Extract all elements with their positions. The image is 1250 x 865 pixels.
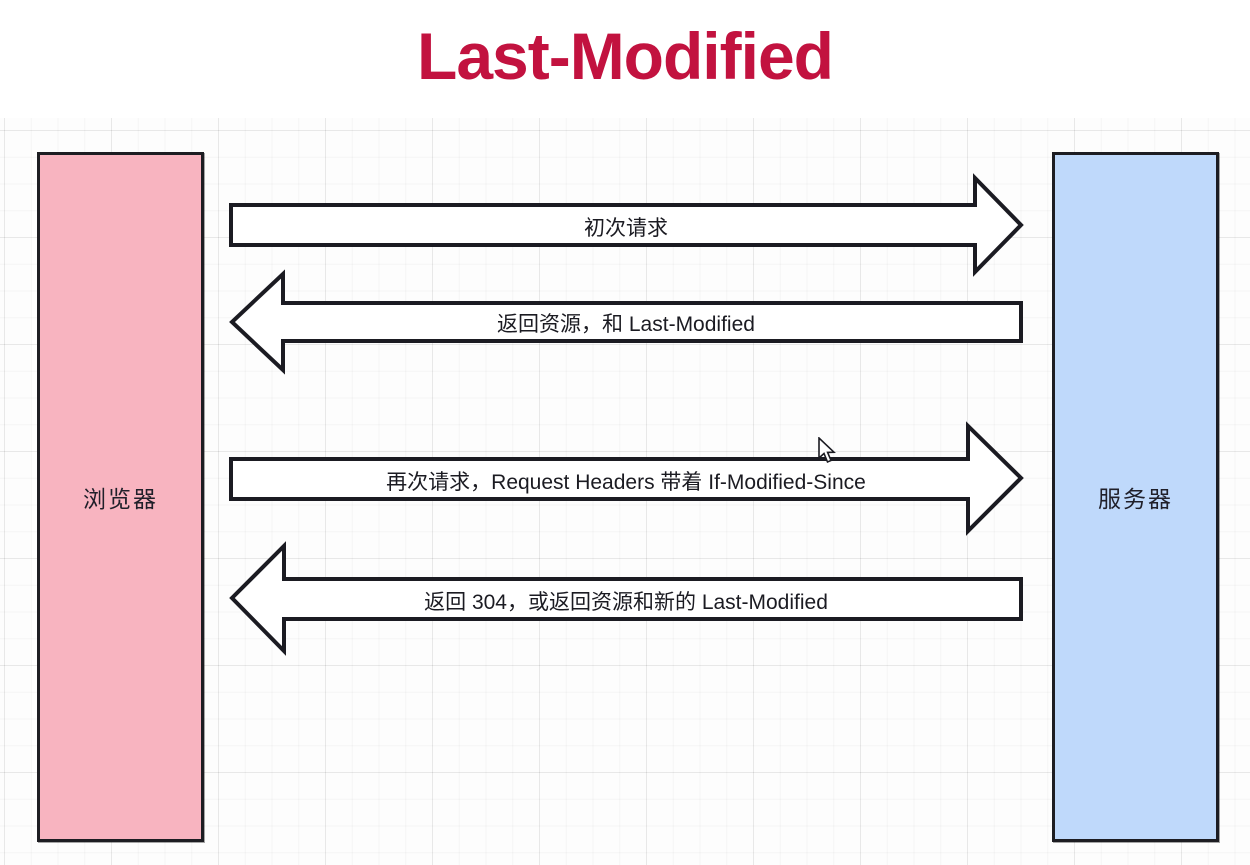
node-server-label: 服务器	[1098, 486, 1173, 512]
message-arrow-initial-request: 初次请求	[228, 173, 1024, 277]
message-arrow-response-last-modified: 返回资源，和 Last-Modified	[228, 269, 1024, 375]
arrow-right-icon	[229, 421, 1024, 536]
page-title: Last-Modified	[417, 19, 834, 93]
arrow-right-icon	[229, 173, 1024, 277]
node-server: 服务器 @稀土掘金技术社区	[1052, 152, 1219, 842]
arrow-left-icon	[229, 541, 1023, 656]
node-browser: 浏览器	[37, 152, 204, 842]
message-label-response-last-modified: 返回资源，和 Last-Modified	[497, 313, 755, 336]
message-label-initial-request: 初次请求	[584, 217, 668, 240]
message-arrow-revalidate-request: 再次请求，Request Headers 带着 If-Modified-Sinc…	[228, 421, 1024, 536]
arrow-left-icon	[229, 269, 1023, 375]
node-browser-label: 浏览器	[83, 486, 158, 512]
message-label-response-304: 返回 304，或返回资源和新的 Last-Modified	[424, 591, 828, 614]
message-label-revalidate-request: 再次请求，Request Headers 带着 If-Modified-Sinc…	[386, 471, 866, 494]
message-arrow-response-304: 返回 304，或返回资源和新的 Last-Modified	[228, 541, 1024, 656]
